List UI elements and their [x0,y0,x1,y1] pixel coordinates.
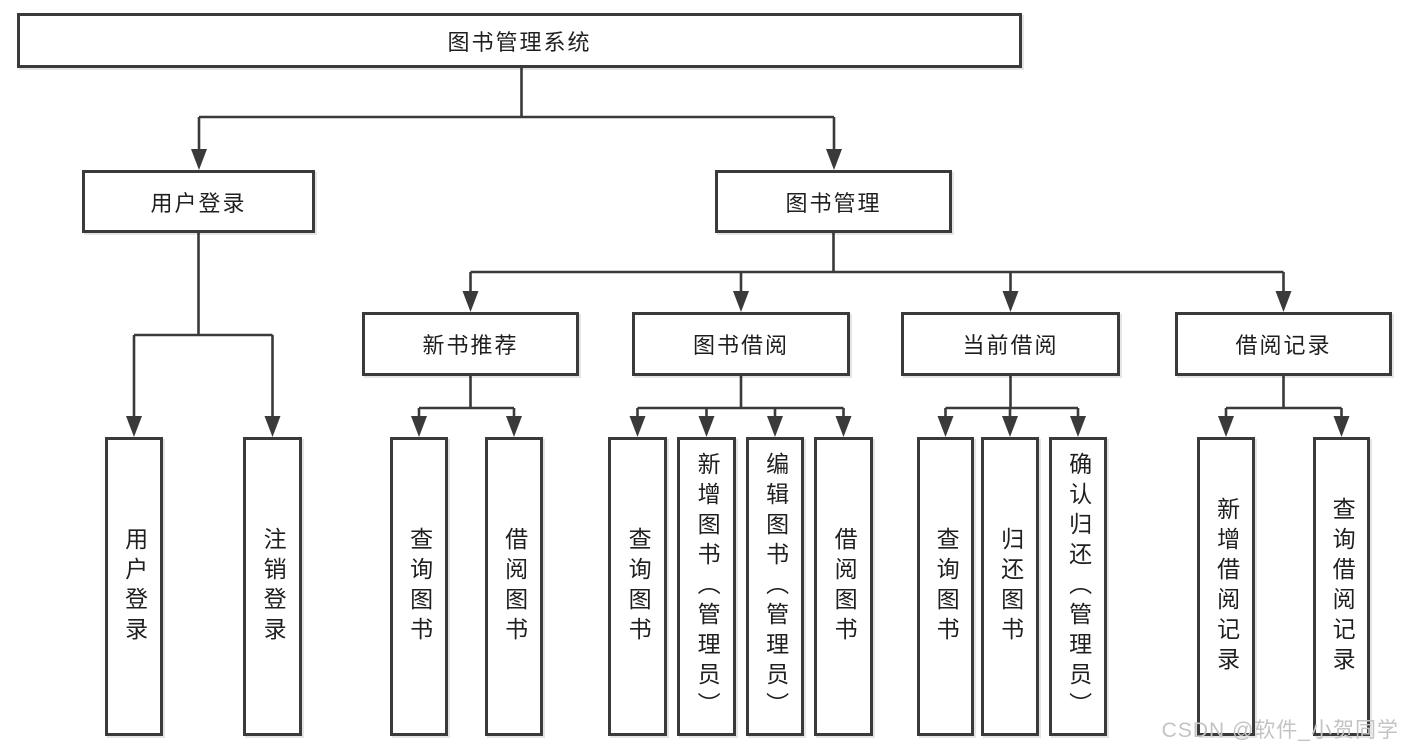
leaf-logout: 注销登录 [243,437,302,736]
node-root-label: 图书管理系统 [447,29,592,55]
leaf-confirm-return-admin: 确认归还（管理员） [1049,437,1107,736]
leaf-query-books-current: 查询图书 [917,437,974,736]
leaf-add-borrow-record-label: 新增借阅记录 [1213,496,1240,677]
leaf-logout-label: 注销登录 [260,526,287,647]
leaf-borrow-books-recommend: 借阅图书 [485,437,543,736]
leaf-add-book-admin: 新增图书（管理员） [677,437,736,736]
csdn-watermark: CSDN @软件_小贺同学 [1161,719,1399,742]
leaf-add-book-admin-label: 新增图书（管理员） [694,451,721,722]
node-user-login-label: 用户登录 [150,190,247,216]
node-book-borrowing-label: 图书借阅 [692,333,789,358]
leaf-query-borrow-record-label: 查询借阅记录 [1329,496,1356,677]
node-user-login: 用户登录 [82,170,315,233]
leaf-query-borrow-record: 查询借阅记录 [1313,437,1370,736]
node-borrowing-records: 借阅记录 [1175,312,1392,376]
leaf-edit-book-admin: 编辑图书（管理员） [746,437,804,736]
node-book-management: 图书管理 [715,170,952,233]
leaf-query-books-borrow: 查询图书 [608,437,667,736]
node-root: 图书管理系统 [17,13,1022,68]
leaf-return-book: 归还图书 [981,437,1039,736]
leaf-user-login: 用户登录 [105,437,163,736]
leaf-query-books-current-label: 查询图书 [933,526,960,647]
node-book-management-label: 图书管理 [785,190,882,216]
node-new-book-recommend: 新书推荐 [362,312,579,376]
leaf-query-books-recommend-label: 查询图书 [406,526,433,647]
leaf-borrow-books: 借阅图书 [814,437,873,736]
leaf-query-books-recommend: 查询图书 [390,437,448,736]
leaf-query-books-borrow-label: 查询图书 [625,526,652,647]
leaf-borrow-books-label: 借阅图书 [831,526,858,647]
node-current-borrowing: 当前借阅 [901,312,1120,376]
arrowheads [126,149,1350,437]
node-borrowing-records-label: 借阅记录 [1235,333,1332,358]
node-new-book-recommend-label: 新书推荐 [422,333,519,358]
leaf-edit-book-admin-label: 编辑图书（管理员） [762,451,789,722]
leaf-confirm-return-admin-label: 确认归还（管理员） [1065,451,1092,722]
leaf-borrow-books-recommend-label: 借阅图书 [501,526,528,647]
leaf-user-login-label: 用户登录 [121,526,148,647]
node-current-borrowing-label: 当前借阅 [962,333,1059,358]
node-book-borrowing: 图书借阅 [632,312,850,376]
leaf-return-book-label: 归还图书 [997,526,1024,647]
leaf-add-borrow-record: 新增借阅记录 [1197,437,1255,736]
